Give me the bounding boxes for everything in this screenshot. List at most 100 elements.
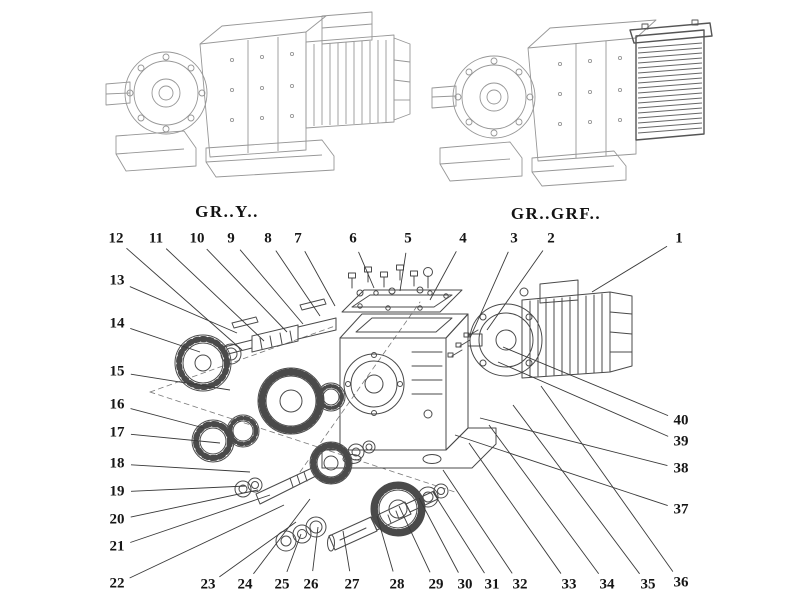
motor-flange-bolts <box>447 329 479 358</box>
input-shaft <box>223 317 337 356</box>
leader-line-34 <box>488 424 600 574</box>
leader-line-2 <box>486 250 544 331</box>
part-number-36: 36 <box>673 574 689 591</box>
part-number-33: 33 <box>561 576 577 593</box>
leader-line-22 <box>129 504 285 579</box>
pinion-shaft <box>234 467 317 505</box>
part-number-13: 13 <box>109 272 125 289</box>
leader-line-36 <box>540 385 674 572</box>
leader-line-10 <box>206 248 288 333</box>
leader-line-4 <box>429 251 457 301</box>
leader-line-6 <box>358 251 375 289</box>
leader-line-26 <box>312 526 319 572</box>
part-number-27: 27 <box>344 576 360 593</box>
part-number-1: 1 <box>675 230 683 247</box>
part-number-5: 5 <box>404 230 412 247</box>
leader-line-31 <box>432 491 485 574</box>
part-number-31: 31 <box>484 576 500 593</box>
leader-line-37 <box>454 434 668 507</box>
assembled-view-gr-grf <box>431 19 713 187</box>
leader-line-33 <box>468 442 562 574</box>
leader-line-30 <box>418 497 459 573</box>
leader-line-24 <box>253 498 311 575</box>
large-gear <box>257 367 325 435</box>
leader-line-5 <box>399 252 407 292</box>
part-number-19: 19 <box>109 483 125 500</box>
part-number-2: 2 <box>547 230 555 247</box>
leader-lines <box>126 245 674 579</box>
leader-line-32 <box>442 469 513 574</box>
leader-line-35 <box>512 404 640 575</box>
part-number-14: 14 <box>109 315 125 332</box>
part-number-38: 38 <box>673 460 689 477</box>
leader-line-15 <box>130 373 231 391</box>
part-number-37: 37 <box>673 501 689 518</box>
part-number-18: 18 <box>109 455 125 472</box>
cover-bolts <box>348 264 433 297</box>
output-washers <box>275 516 327 552</box>
leader-line-16 <box>130 408 205 429</box>
variant-label-gr-y: GR..Y.. <box>195 202 259 221</box>
part-number-3: 3 <box>510 230 518 247</box>
leader-line-40 <box>502 346 669 417</box>
part-number-22: 22 <box>109 575 125 592</box>
part-number-9: 9 <box>227 230 235 247</box>
part-number-34: 34 <box>599 576 615 593</box>
leader-line-27 <box>342 530 351 572</box>
part-number-10: 10 <box>189 230 205 247</box>
motor <box>467 279 633 379</box>
leader-line-38 <box>479 417 668 466</box>
leader-line-9 <box>239 249 304 325</box>
part-number-26: 26 <box>303 576 319 593</box>
leader-line-11 <box>165 248 265 342</box>
leader-line-20 <box>130 489 259 518</box>
leader-line-19 <box>130 485 247 492</box>
part-number-8: 8 <box>264 230 272 247</box>
part-number-29: 29 <box>428 576 444 593</box>
leader-line-14 <box>130 328 201 353</box>
part-number-25: 25 <box>274 576 290 593</box>
part-number-39: 39 <box>673 433 689 450</box>
leader-line-3 <box>469 251 509 339</box>
leader-line-7 <box>304 251 336 307</box>
part-number-15: 15 <box>109 363 125 380</box>
shim-washer <box>220 343 242 365</box>
part-number-24: 24 <box>237 576 253 593</box>
leader-line-28 <box>376 515 394 572</box>
part-number-4: 4 <box>459 230 467 247</box>
part-number-21: 21 <box>109 538 125 555</box>
part-number-17: 17 <box>109 424 125 441</box>
intermediate-gear <box>309 440 376 485</box>
leader-line-18 <box>130 464 251 473</box>
part-number-35: 35 <box>640 576 656 593</box>
leader-line-17 <box>130 433 221 444</box>
leader-line-29 <box>398 505 431 573</box>
part-number-6: 6 <box>349 230 357 247</box>
part-number-16: 16 <box>109 396 125 413</box>
part-number-12: 12 <box>108 230 124 247</box>
part-number-28: 28 <box>389 576 405 593</box>
part-number-7: 7 <box>294 230 302 247</box>
variant-label-gr-grf: GR..GRF.. <box>510 204 602 223</box>
assembled-view-gr-y <box>105 11 411 178</box>
cover-plate <box>341 289 463 313</box>
part-number-40: 40 <box>673 412 689 429</box>
exploded-view <box>149 264 633 552</box>
leader-line-12 <box>126 247 243 351</box>
leader-line-21 <box>130 494 271 543</box>
leader-line-8 <box>275 250 321 317</box>
bearing-pair <box>191 414 260 463</box>
small-bearing-upper <box>316 382 346 412</box>
shaft-keys <box>231 298 327 329</box>
assembly-axis-dashed-lines <box>149 301 456 493</box>
part-number-23: 23 <box>200 576 216 593</box>
part-number-11: 11 <box>148 230 164 247</box>
part-number-20: 20 <box>109 511 125 528</box>
part-number-30: 30 <box>457 576 473 593</box>
leader-line-23 <box>219 521 297 578</box>
leader-line-1 <box>591 245 668 293</box>
leader-line-13 <box>129 286 238 334</box>
part-number-32: 32 <box>512 576 528 593</box>
